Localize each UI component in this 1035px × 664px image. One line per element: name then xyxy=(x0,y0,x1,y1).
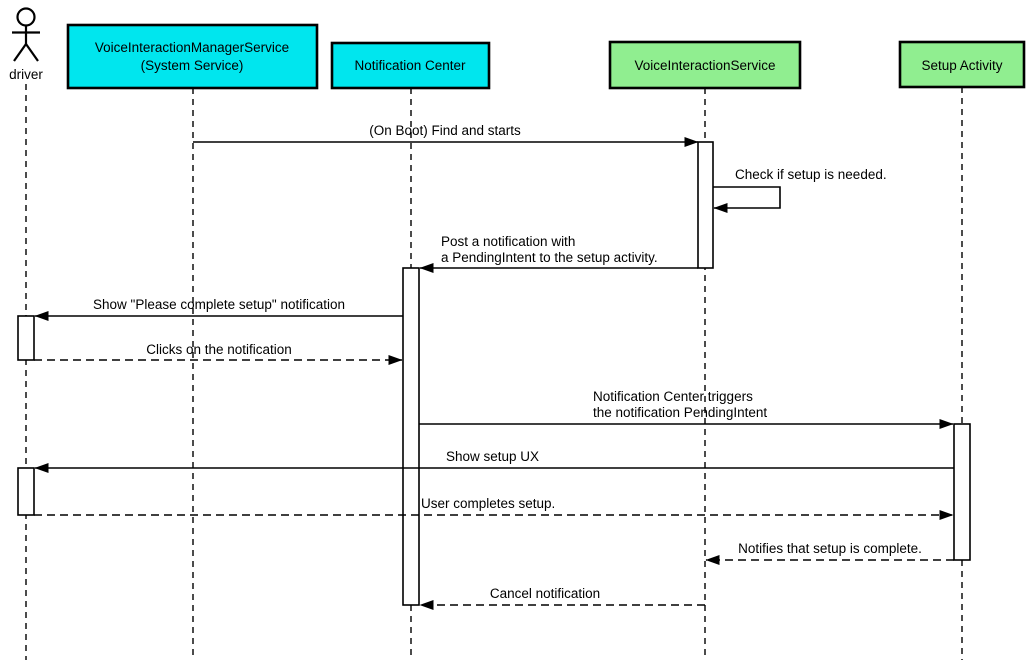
message-label-user-completes: User completes setup. xyxy=(421,496,555,511)
activation-setup-activity xyxy=(953,423,971,561)
participant-notification-center: Notification Center xyxy=(330,41,491,90)
activation-voice-interaction-service xyxy=(697,141,714,269)
actor-leg-left xyxy=(13,43,27,62)
actor-driver: driver xyxy=(9,7,43,82)
participant-voice-interaction-service: VoiceInteractionService xyxy=(608,40,802,90)
message-label-on-boot: (On Boot) Find and starts xyxy=(369,123,521,138)
message-label-post-notification-line1: Post a notification with xyxy=(441,234,575,249)
message-label-check-setup: Check if setup is needed. xyxy=(735,167,887,182)
participant-label-vims-line1: VoiceInteractionManagerService xyxy=(95,40,289,55)
participant-box-voice-interaction-service xyxy=(608,40,802,90)
participant-vims: VoiceInteractionManagerService (System S… xyxy=(66,23,319,90)
actor-head xyxy=(16,7,36,27)
actor-driver-label: driver xyxy=(9,67,43,82)
message-label-trigger-intent-line1: Notification Center triggers xyxy=(593,389,753,404)
message-label-cancel-notification: Cancel notification xyxy=(490,586,600,601)
activation-notification-center xyxy=(402,267,420,606)
message-arrow-check-setup xyxy=(713,186,781,213)
message-label-click-notification: Clicks on the notification xyxy=(146,342,292,357)
participant-label-notification-center: Notification Center xyxy=(354,58,466,73)
participant-box-notification-center xyxy=(330,41,491,90)
participant-label-vims-line2: (System Service) xyxy=(141,58,244,73)
participant-setup-activity: Setup Activity xyxy=(898,40,1026,89)
activation-driver-2 xyxy=(17,467,35,516)
message-label-show-setup-ux: Show setup UX xyxy=(446,449,539,464)
message-label-notify-complete: Notifies that setup is complete. xyxy=(738,541,922,556)
message-label-show-notification: Show "Please complete setup" notificatio… xyxy=(93,297,345,312)
actor-leg-right xyxy=(25,43,39,62)
message-label-trigger-intent-line2: the notification PendingIntent xyxy=(593,405,767,420)
activation-driver-1 xyxy=(17,315,35,361)
participant-box-setup-activity xyxy=(898,40,1026,89)
participant-box-vims xyxy=(66,23,319,90)
participant-label-voice-interaction-service: VoiceInteractionService xyxy=(634,58,775,73)
message-label-post-notification-line2: a PendingIntent to the setup activity. xyxy=(441,250,658,265)
participant-label-setup-activity: Setup Activity xyxy=(921,58,1002,73)
